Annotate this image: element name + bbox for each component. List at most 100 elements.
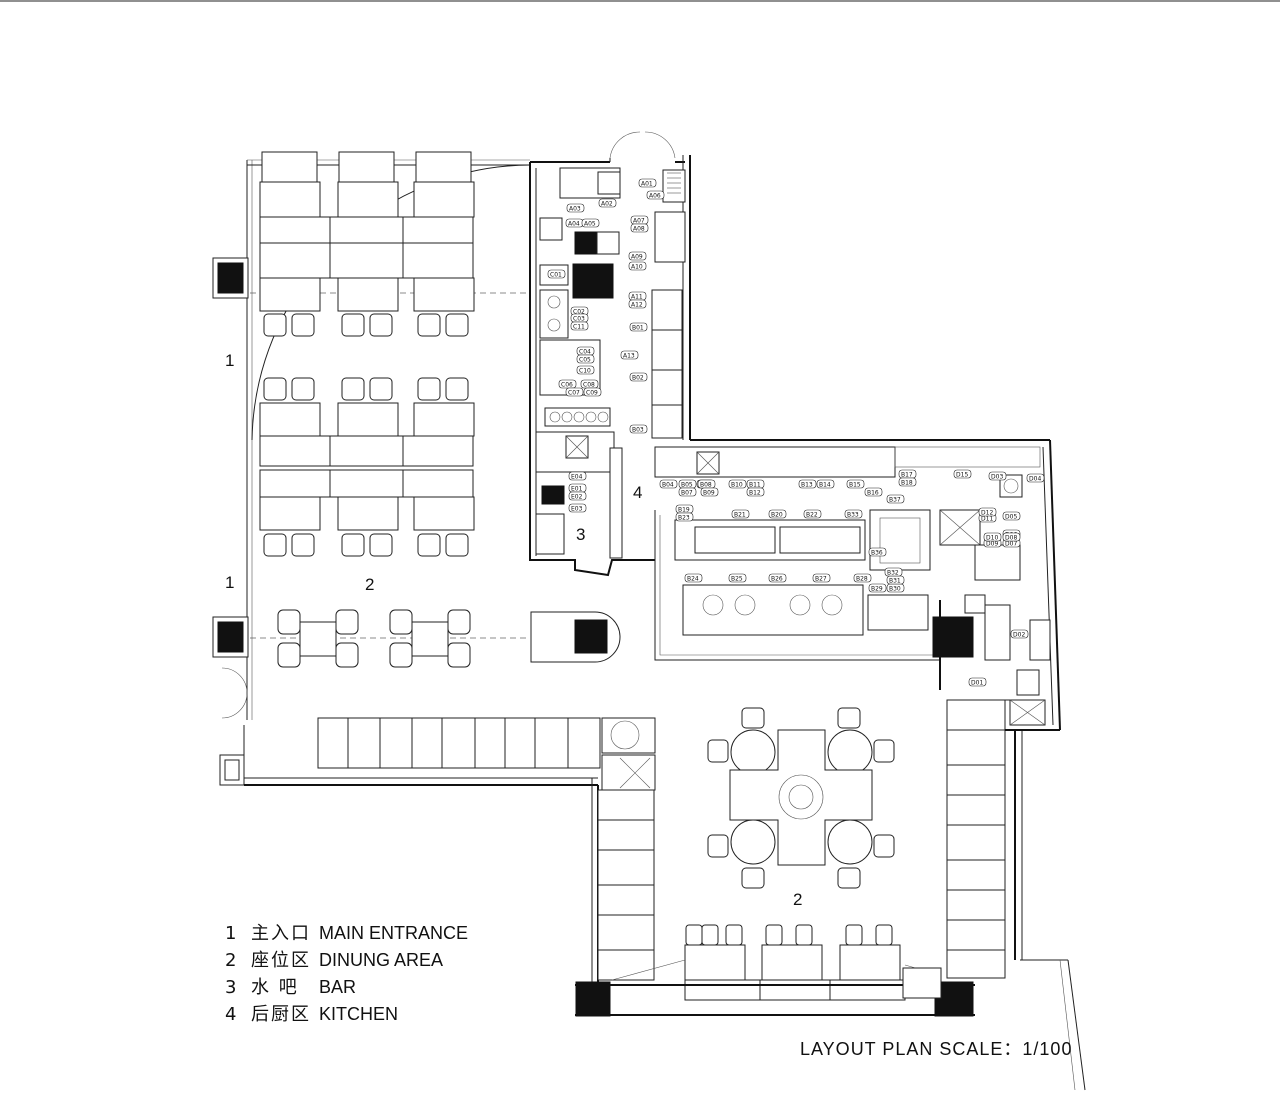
equipment-tag: D12 [978,507,997,517]
equipment-tag-label: C11 [573,324,585,331]
area-label-entrance-upper: 1 [225,351,234,370]
equipment-tag: B02 [629,372,648,382]
equipment-tag: B04 [659,479,678,489]
equipment-tag: A06 [646,190,665,200]
four-seat-tables [277,609,471,668]
equipment-tag: A02 [598,198,617,208]
equipment-tag-label: C03 [573,316,585,323]
equipment-tag-label: B19 [678,507,690,514]
equipment-tag: B21 [731,509,750,519]
equipment-tag: B22 [803,509,822,519]
equipment-tag: B27 [812,573,831,583]
equipment-tag: C07 [565,387,584,397]
banquette-south [317,717,656,791]
equipment-tag: D08 [1002,532,1021,542]
equipment-tag: B16 [864,487,883,497]
equipment-tag-label: B32 [887,570,899,577]
equipment-tag-label: A08 [633,226,645,233]
equipment-tag: B32 [884,567,903,577]
equipment-tag-label: B15 [849,482,861,489]
equipment-tag-label: C06 [561,382,573,389]
equipment-tag-label: B10 [731,482,743,489]
equipment-tag-label: B27 [815,576,827,583]
legend-english-label: MAIN ENTRANCE [319,923,469,943]
equipment-tag: B05 [678,479,697,489]
equipment-tag-label: B29 [871,586,883,593]
equipment-tag-label: B24 [687,576,699,583]
equipment-tag-label: B21 [734,512,746,519]
equipment-tag-label: D07 [1005,541,1017,548]
equipment-tag: B14 [816,479,835,489]
legend-chinese-label: 水 吧 [251,977,299,998]
legend-english-label: KITCHEN [319,1004,399,1024]
equipment-tag: B20 [768,509,787,519]
equipment-tag: C05 [576,354,595,364]
equipment-tag-label: D05 [1005,514,1017,521]
equipment-tag-label: C04 [579,349,591,356]
legend-chinese-label: 后厨区 [251,1004,311,1025]
equipment-tag-label: A12 [631,302,643,309]
equipment-tag: D10 [983,532,1002,542]
equipment-tag: B17 [898,469,917,479]
equipment-tag: D15 [953,469,972,479]
area-label-kitchen: 4 [633,483,642,502]
equipment-tag-label: A05 [584,221,596,228]
equipment-tag-label: D08 [1005,535,1017,542]
equipment-tag-label: B23 [678,515,690,522]
area-label-bar: 3 [576,525,585,544]
booth-seating-middle [259,377,475,557]
equipment-tag: D01 [968,677,987,687]
area-label-entrance-lower: 1 [225,573,234,592]
equipment-tag-label: B37 [889,497,901,504]
equipment-tag: E02 [568,491,587,501]
banquette-east [946,699,1006,979]
equipment-tag: A08 [630,223,649,233]
legend-number: 2 [225,950,237,971]
equipment-tag-label: E01 [571,486,583,493]
equipment-tag: C03 [570,313,589,323]
equipment-tag-label: B05 [681,482,693,489]
equipment-tag-label: D12 [981,510,993,517]
equipment-tag-label: B31 [889,578,901,585]
equipment-tag-label: D04 [1029,476,1041,483]
equipment-tag-label: B07 [681,490,693,497]
equipment-tag-label: B33 [847,512,859,519]
equipment-tag-label: B30 [889,586,901,593]
equipment-tags-right: B01B02B03B04B05B06B07B08B09B10B11B12B13B… [629,322,917,593]
equipment-tag: B24 [684,573,703,583]
equipment-tag: A12 [628,299,647,309]
equipment-tag-label: B17 [901,472,913,479]
booth-seating-upper [259,151,475,337]
equipment-tag: D04 [1026,473,1045,483]
equipment-tag-label: B18 [901,480,913,487]
equipment-tag-label: D11 [981,516,993,523]
scale-label: LAYOUT PLAN SCALE：1/100 [800,1039,1073,1059]
equipment-tag-label: C02 [573,309,585,316]
equipment-tag-label: C10 [579,368,591,375]
equipment-tag-label: A07 [633,218,645,225]
equipment-tag: A05 [581,218,600,228]
equipment-tag: B13 [798,479,817,489]
banquette-west [597,789,655,981]
equipment-tag-label: D03 [991,474,1003,481]
equipment-tag: B33 [844,509,863,519]
equipment-tag: B36 [868,547,887,557]
equipment-tag: A10 [628,261,647,271]
equipment-tag: B29 [868,583,887,593]
equipment-tag-label: B22 [806,512,818,519]
equipment-tag-label: A02 [601,201,613,208]
equipment-tag: B18 [898,477,917,487]
equipment-tag-label: A06 [649,193,661,200]
equipment-tag: C09 [583,387,602,397]
booth-seating-south [684,924,906,1001]
legend-number: 3 [225,977,237,998]
equipment-tag: E03 [568,503,587,513]
equipment-tag-label: A11 [631,294,643,301]
equipment-tag-label: E02 [571,494,583,501]
equipment-tag: D03 [988,471,1007,481]
legend-chinese-label: 主入口 [251,923,311,944]
